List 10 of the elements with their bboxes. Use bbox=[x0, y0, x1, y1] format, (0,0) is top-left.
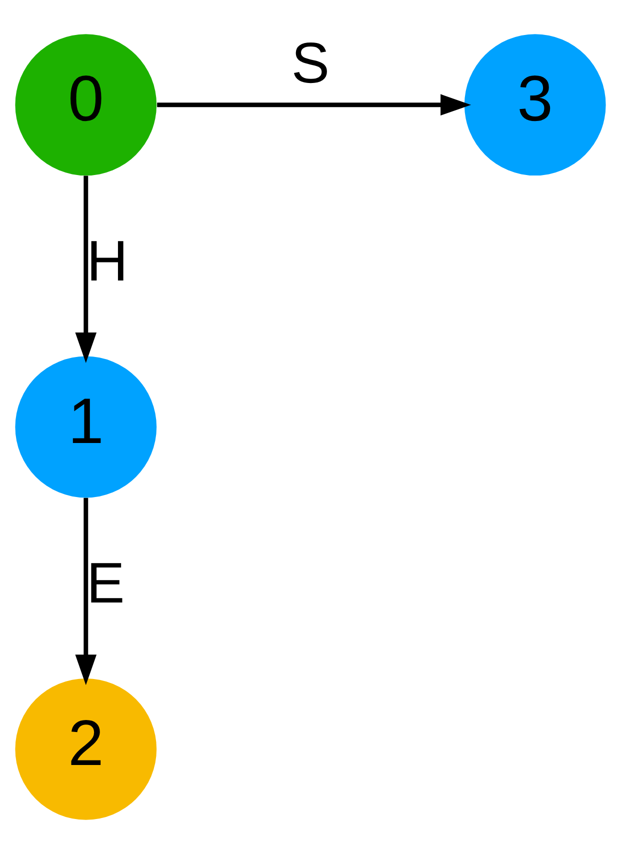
edge-label: H bbox=[86, 228, 128, 293]
arrow bbox=[157, 94, 472, 116]
arrow bbox=[75, 497, 97, 685]
edge-label: S bbox=[291, 31, 330, 96]
arrow bbox=[75, 175, 97, 362]
node-circle: 1 bbox=[15, 356, 157, 498]
node-circle: 2 bbox=[15, 678, 157, 820]
node-circle: 0 bbox=[15, 34, 157, 176]
edge-label: E bbox=[86, 551, 125, 616]
node-circle: 3 bbox=[464, 34, 606, 176]
